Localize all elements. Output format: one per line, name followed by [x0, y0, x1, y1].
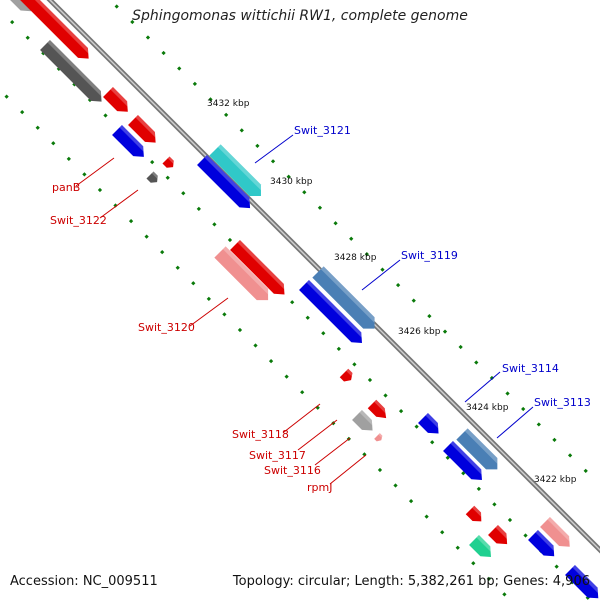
gene-label-swit-3120: Swit_3120 — [138, 321, 195, 334]
gene-red-2 — [103, 87, 128, 112]
gene-steel-swit-3113 — [456, 428, 498, 470]
gene-cyan-swit-3121 — [209, 144, 261, 196]
gene-label-rpmj: rpmJ — [307, 481, 332, 494]
gene-label-swit-3121: Swit_3121 — [294, 124, 351, 137]
accession-label: Accession: NC_009511 — [10, 574, 158, 589]
gene-red-br-2 — [488, 525, 508, 545]
scale-label: 3428 kbp — [334, 253, 377, 263]
gene-darkgrey-1 — [40, 40, 102, 102]
scale-label: 3424 kbp — [466, 403, 509, 413]
gene-blue-1 — [112, 125, 144, 157]
gene-pink-br — [540, 517, 570, 547]
gene-green — [469, 535, 491, 557]
topology-label: Topology: circular; Length: 5,382,261 bp… — [232, 574, 590, 589]
gene-label-swit-3122: Swit_3122 — [50, 214, 107, 227]
gene-red-top — [20, 0, 89, 59]
forward-gene-labels: panB Swit_3122 Swit_3120 Swit_3118 Swit_… — [50, 157, 367, 494]
gene-blue-swit-3114 — [418, 413, 439, 434]
gene-red-3118 — [339, 368, 353, 382]
gene-pink-swit-3120 — [214, 246, 269, 301]
gene-label-swit-3114: Swit_3114 — [502, 362, 559, 375]
gene-red-3117 — [367, 399, 387, 419]
gene-label-swit-3117: Swit_3117 — [249, 449, 306, 462]
gene-label-panb: panB — [52, 181, 80, 194]
forward-strand-genes — [5, 0, 570, 557]
gene-label-swit-3118: Swit_3118 — [232, 428, 289, 441]
scale-label: 3432 kbp — [207, 99, 250, 109]
scale-label: 3430 kbp — [270, 177, 313, 187]
gene-grey-3116 — [352, 410, 373, 431]
gene-darkgrey-small — [146, 171, 158, 183]
gene-label-swit-3119: Swit_3119 — [401, 249, 458, 262]
gene-blue-3119 — [299, 280, 362, 343]
gene-red-3120 — [230, 240, 285, 295]
gene-blue-br — [528, 530, 555, 557]
gene-blue-edge — [565, 565, 599, 599]
gene-red-3 — [128, 115, 156, 143]
gene-label-swit-3113: Swit_3113 — [534, 396, 591, 409]
scale-label: 3426 kbp — [398, 327, 441, 337]
gene-blue-3113 — [443, 441, 482, 480]
gene-blue-3121 — [197, 155, 251, 209]
reverse-strand-genes — [112, 125, 599, 599]
gene-label-swit-3116: Swit_3116 — [264, 464, 321, 477]
gene-red-br-1 — [465, 505, 482, 522]
gene-red-small — [162, 156, 174, 168]
scale-labels: 3432 kbp 3430 kbp 3428 kbp 3426 kbp 3424… — [207, 99, 577, 485]
gene-red-rpmj — [374, 433, 383, 442]
reverse-gene-labels: Swit_3121 Swit_3119 Swit_3114 Swit_3113 — [254, 124, 591, 439]
scale-label: 3422 kbp — [534, 475, 577, 485]
page-title: Sphingomonas wittichii RW1, complete gen… — [132, 8, 468, 24]
tick-track-inner — [0, 87, 513, 600]
tick-track-outer — [107, 0, 600, 487]
gene-steel-swit-3119 — [312, 266, 375, 329]
